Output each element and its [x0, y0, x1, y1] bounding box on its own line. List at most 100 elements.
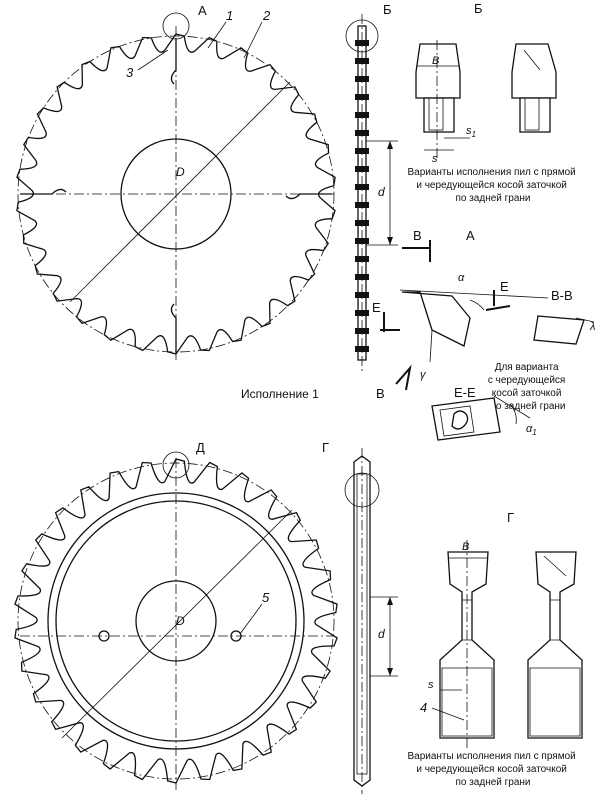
dim-alpha-label: α	[458, 272, 465, 284]
view-label-B-side: Б	[383, 2, 392, 17]
view-label-B: Б	[474, 1, 483, 16]
side-tooth-tip	[355, 292, 369, 298]
detail-A-tooth-profile	[399, 289, 549, 363]
caption-variants-top: Варианты исполнения пил с прямой и черед…	[407, 167, 578, 204]
callout-3: 3	[126, 65, 134, 80]
dim-s1-main: s	[466, 125, 472, 137]
side-tooth-tip	[355, 76, 369, 82]
tooth-B-alternating-bevel	[523, 49, 541, 71]
dim-s1-label: s1	[466, 125, 476, 139]
view-label-E-E: Е-Е	[454, 385, 476, 400]
section-V-marker-top	[402, 240, 431, 262]
caption-variants-bottom-line-2: и чередующейся косой заточкой	[416, 764, 567, 775]
tooth-A-rake	[419, 291, 433, 331]
side-tooth-tip	[355, 58, 369, 64]
dim-alpha1-main: α	[526, 423, 533, 435]
detail-G-views	[431, 540, 583, 750]
caption-variants-bottom-line-1: Варианты исполнения пил с прямой	[407, 751, 575, 762]
dim-d-side-2: d	[378, 627, 385, 641]
tooth-G-alt-bevel	[543, 555, 567, 577]
side-tooth-tip	[355, 310, 369, 316]
detail-A-circle	[162, 12, 190, 40]
view-label-D: Д	[196, 440, 205, 455]
caption-alternating-line-3: косой заточкой	[492, 388, 562, 399]
section-E-marker-left	[380, 312, 400, 332]
side-tooth-tip	[355, 148, 369, 154]
dim-G-s-label: s	[428, 679, 434, 691]
expansion-slot-top	[170, 38, 177, 85]
caption-alternating-line-4: по задней грани	[490, 401, 565, 412]
side-tooth-tip	[355, 40, 369, 46]
tooth-A-profile	[401, 291, 471, 347]
side-tooth-tip	[355, 274, 369, 280]
caption-variants-top-line-1: Варианты исполнения пил с прямой	[407, 167, 575, 178]
section-arrow-V-bottom: В	[376, 386, 385, 401]
tooth-B-alternating	[511, 43, 557, 99]
tooth-A-tip-line	[399, 289, 549, 299]
side-tooth-tip	[355, 220, 369, 226]
tooth-B-body	[423, 97, 455, 133]
view-label-G: Г	[507, 510, 514, 525]
callout-2: 2	[262, 8, 271, 23]
expansion-slot-bottom	[170, 303, 177, 352]
callout-5: 5	[262, 590, 270, 605]
section-V-V	[533, 315, 595, 345]
saw-variant-2-side-view	[344, 448, 398, 794]
alpha-arc	[469, 299, 485, 311]
dim-s1-sub: 1	[472, 130, 476, 139]
side-tooth-tip	[355, 184, 369, 190]
gamma-ref-line	[429, 329, 433, 363]
caption-alternating-line-2: с чередующейся	[488, 375, 565, 386]
callout-4: 4	[420, 700, 427, 715]
side-tooth-tip	[355, 256, 369, 262]
tooth-B-alt-hatch	[524, 97, 540, 131]
view-label-A-detail: А	[198, 3, 207, 18]
dim-D-bottom: D	[176, 614, 185, 628]
section-E-marker-right	[485, 290, 511, 311]
section-arrow-V-top: В	[413, 228, 422, 243]
dim-alpha1-sub: 1	[532, 428, 536, 437]
side-tooth-tip	[355, 346, 369, 352]
section-E-E-hatch	[439, 405, 475, 437]
dim-d2-arrows	[387, 597, 393, 676]
caption-variants-bottom: Варианты исполнения пил с прямой и черед…	[407, 751, 578, 788]
detail-B-views	[415, 40, 557, 160]
section-E-E	[431, 395, 531, 441]
side-tooth-tip	[355, 202, 369, 208]
saw-variant-1-side-view	[345, 14, 398, 372]
side-tooth-tip	[355, 328, 369, 334]
dim-alpha1-label: α1	[526, 423, 537, 437]
dim-d-side-1: d	[378, 185, 385, 199]
dim-lambda-label: λ	[589, 321, 595, 333]
section-V-marker-bottom	[395, 364, 412, 391]
diameter-D-line-1	[69, 81, 291, 303]
detail-B-circle	[345, 19, 379, 53]
section-arrow-E-right: Е	[500, 279, 509, 294]
view-label-G-side: Г	[322, 440, 329, 455]
dim-D-top: D	[176, 165, 185, 179]
detail-G-circle	[344, 472, 380, 508]
lambda-ref-line	[575, 317, 595, 323]
side-tooth-tip	[355, 130, 369, 136]
section-V-V-shape	[533, 315, 585, 345]
side-tooth-tip	[355, 94, 369, 100]
tooth-B-straight	[415, 43, 461, 99]
caption-variants-top-line-3: по задней грани	[455, 193, 530, 204]
variant-1-caption: Исполнение 1	[241, 387, 319, 401]
dim-G-B-label: B	[462, 541, 469, 553]
alpha1-arc	[509, 403, 517, 425]
tooth-B-hatch	[428, 97, 444, 131]
tooth-G-alt-hatch	[529, 599, 581, 737]
saw-variant-2-front-view	[14, 451, 338, 790]
side-tooth-tip	[355, 238, 369, 244]
callout-2-leader	[243, 21, 263, 59]
diameter-D-line-2	[61, 509, 293, 739]
view-label-A: А	[466, 228, 475, 243]
section-E-E-bore	[451, 410, 469, 430]
callout-4-leader	[431, 707, 465, 721]
detail-D-circle	[162, 451, 190, 479]
expansion-slot-left	[20, 188, 67, 195]
callout-5-leader	[239, 603, 263, 635]
side-teeth-1	[355, 40, 369, 352]
